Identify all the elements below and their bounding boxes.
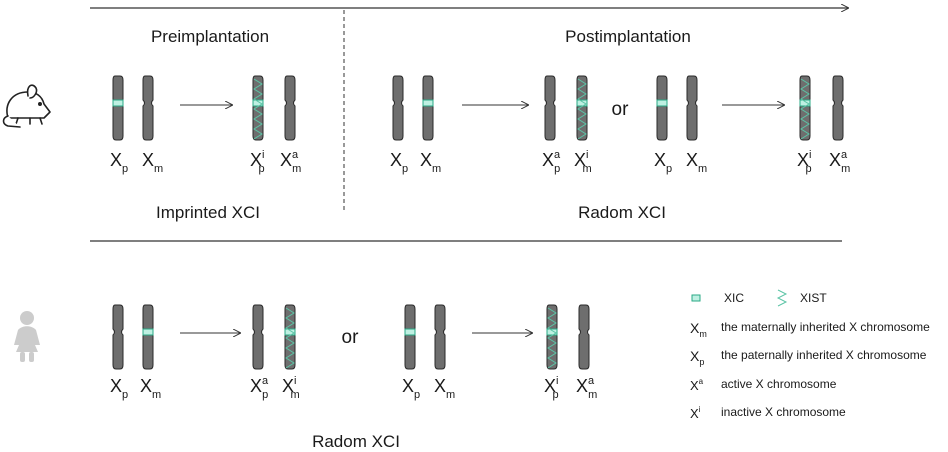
legend-xic-label: XIC: [724, 291, 744, 305]
mouse-chromosome-xm-2: [284, 75, 296, 141]
chromosome-body: [404, 304, 416, 370]
human-chromosome-xm-3: [434, 304, 446, 370]
mouse-xm-label-1: Xm: [142, 150, 163, 175]
mouse-chromosome-xm-6: [832, 75, 844, 141]
legend-xa-symbol: Xa: [690, 377, 704, 393]
chromosome-body: [252, 304, 264, 370]
legend-xm-symbol: Xm: [690, 320, 707, 339]
mouse-chromosome-xm-3: [422, 75, 434, 141]
human-or-label: or: [342, 327, 360, 348]
mouse-xp-label-3: Xp: [390, 150, 408, 175]
human-xp-label-1: Xp: [110, 376, 128, 401]
chromosome-body: [799, 75, 811, 141]
human-xm-label-1: Xm: [140, 376, 161, 401]
mouse-chromosome-xp-2: [252, 75, 264, 141]
human-xp-label-3: Xp: [402, 376, 420, 401]
human-chromosome-xp-2: [252, 304, 264, 370]
mouse-xp-label-5: Xp: [654, 150, 672, 175]
chromosome-body: [832, 75, 844, 141]
mouse-chromosome-xp-4: [544, 75, 556, 141]
legend-xp-symbol: Xp: [690, 348, 704, 367]
person-icon: [14, 311, 40, 362]
legend-xa-desc: active X chromosome: [721, 377, 837, 391]
xist-coat: [253, 78, 263, 140]
mouse-chromosome-xm-5: [686, 75, 698, 141]
human-chromosome-xm-4: [578, 304, 590, 370]
mouse-or-label: or: [612, 99, 630, 120]
chromosome-body: [422, 75, 434, 141]
xic-band: [142, 328, 154, 336]
mouse-xm-label-5: Xm: [686, 150, 707, 175]
mouse-chromosome-xp-6: [799, 75, 811, 141]
human-chromosome-xp-4: [546, 304, 558, 370]
chromosome-body: [576, 75, 588, 141]
chromosome-body: [252, 75, 264, 141]
legend-xist-label: XIST: [800, 291, 827, 305]
human-chromosome-xm-1: [142, 304, 154, 370]
chromosome-body: [656, 75, 668, 141]
chromosome-body: [544, 75, 556, 141]
xic-band: [284, 328, 296, 336]
legend-xist-swatch: [776, 289, 788, 307]
mouse-chromosome-xp-5: [656, 75, 668, 141]
xic-band: [422, 99, 434, 107]
chromosome-body: [434, 304, 446, 370]
human-xm-label-3: Xm: [434, 376, 455, 401]
chromosome-body: [284, 304, 296, 370]
chromosome-body: [284, 75, 296, 141]
legend-xm-desc: the maternally inherited X chromosome: [721, 320, 930, 334]
xic-band: [656, 99, 668, 107]
xic-band: [546, 328, 558, 336]
chromosome-body: [142, 75, 154, 141]
human-random-xci-caption: Radom XCI: [312, 432, 400, 451]
chromosome-body: [142, 304, 154, 370]
mouse-chromosome-xm-4: [576, 75, 588, 141]
mouse-chromosome-xp-3: [392, 75, 404, 141]
mouse-xp-label-1: Xp: [110, 150, 128, 175]
legend-xi-symbol: Xi: [690, 405, 701, 421]
chromosome-body: [392, 75, 404, 141]
mouse-random-xci-caption: Radom XCI: [578, 203, 666, 222]
chromosome-body: [112, 304, 124, 370]
xist-coat: [285, 307, 295, 369]
xist-coat: [577, 78, 587, 140]
xic-band: [404, 328, 416, 336]
postimplantation-title: Postimplantation: [565, 27, 691, 46]
imprinted-xci-caption: Imprinted XCI: [156, 203, 260, 222]
legend-xi-desc: inactive X chromosome: [721, 405, 846, 419]
preimplantation-title: Preimplantation: [151, 27, 269, 46]
human-chromosome-xm-2: [284, 304, 296, 370]
chromosome-body: [546, 304, 558, 370]
xist-coat: [800, 78, 810, 140]
legend-xp-desc: the paternally inherited X chromosome: [721, 348, 927, 362]
mouse-xm-label-3: Xm: [420, 150, 441, 175]
human-chromosome-xp-3: [404, 304, 416, 370]
chromosome-body: [686, 75, 698, 141]
legend-xic-swatch: [691, 294, 701, 302]
xic-band: [799, 99, 811, 107]
mouse-icon: [2, 84, 51, 128]
legend: XIC XIST Xm the maternally inherited X c…: [690, 289, 930, 421]
human-chromosome-xp-1: [112, 304, 124, 370]
mouse-chromosome-xp-1: [112, 75, 124, 141]
xic-band: [252, 99, 264, 107]
xic-band: [112, 99, 124, 107]
xic-band: [576, 99, 588, 107]
xist-coat: [547, 307, 557, 369]
mouse-chromosome-xm-1: [142, 75, 154, 141]
chromosome-body: [112, 75, 124, 141]
chromosome-body: [578, 304, 590, 370]
